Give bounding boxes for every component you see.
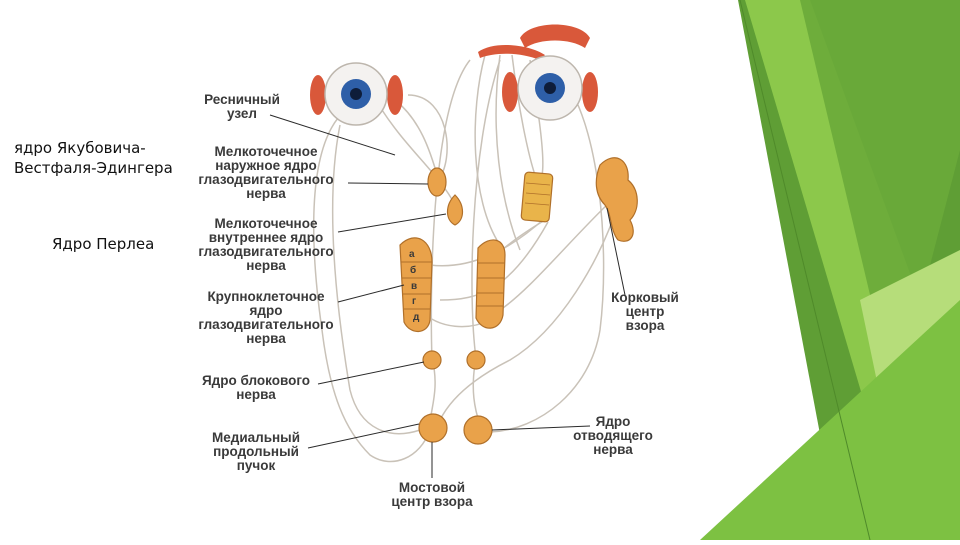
label-line: Ядро блокового [202, 373, 310, 388]
label-line: отводящего [573, 428, 653, 443]
label-line: Ядро [596, 414, 631, 429]
right-eye [478, 24, 598, 121]
label-line: глазодвигательного [198, 317, 333, 332]
green-line [739, 0, 871, 541]
label-line: Медиальный [212, 430, 300, 445]
small-cell-inner-nucleus [446, 194, 464, 226]
leader-lines [269, 114, 626, 478]
large-cell-nucleus-left [399, 237, 433, 333]
label-line: Корковый [611, 290, 679, 305]
cortical-gaze-center-shape [595, 157, 638, 242]
label-line: нерва [236, 387, 276, 402]
label-line: ядро [250, 303, 283, 318]
left-pupil [350, 88, 362, 100]
label-line: Крупноклеточное [207, 289, 325, 304]
label-line: внутреннее ядро [209, 230, 324, 245]
side-note-perlia: Ядро Перлеа [52, 235, 155, 253]
pontine-nucleus-right [463, 415, 493, 445]
label-line: продольный [213, 444, 299, 459]
subnucleus-g: г [412, 296, 416, 307]
subnucleus-v: в [411, 281, 417, 292]
green-decoration [700, 0, 960, 541]
right-eye-superior-muscle [520, 24, 590, 48]
large-cell-nucleus-right [475, 239, 506, 329]
label-line: центр [626, 304, 665, 319]
label-line: Мелкоточечное [215, 216, 318, 231]
subnucleus-a: а [409, 249, 415, 260]
ciliary-ganglion-shape [520, 171, 554, 223]
left-eye-muscle-right [387, 75, 403, 115]
right-eye-muscle-right [582, 72, 598, 112]
label-line: нерва [593, 442, 633, 457]
right-eye-muscle-left [502, 72, 518, 112]
left-eye-muscle-left [310, 75, 326, 115]
label-line: глазодвигательного [198, 244, 333, 259]
subnucleus-b: б [410, 264, 416, 276]
label-line: Мелкоточечное [215, 144, 318, 159]
label-line: глазодвигательного [198, 172, 333, 187]
label-line: Мостовой [399, 480, 465, 495]
label-line: Ресничный [204, 92, 280, 107]
label-line: взора [626, 318, 665, 333]
subnucleus-d: д [413, 312, 420, 323]
small-cell-outer-nucleus [427, 167, 447, 197]
trochlear-nucleus-right [466, 350, 486, 370]
pontine-nucleus-left [418, 413, 448, 443]
label-line: наружное ядро [215, 158, 317, 173]
subnucleus-letters: а б в г д [409, 249, 420, 323]
label-line: центр взора [391, 494, 473, 509]
left-eye [310, 62, 403, 126]
label-line: нерва [246, 186, 286, 201]
green-shape-front [700, 300, 960, 540]
trochlear-nucleus-left [422, 350, 442, 370]
label-line: пучок [237, 458, 276, 473]
label-line: узел [227, 106, 257, 121]
label-line: нерва [246, 331, 286, 346]
right-pupil [544, 82, 556, 94]
right-eye-oblique-muscle [478, 44, 545, 60]
label-line: нерва [246, 258, 286, 273]
side-note-yakubovich: ядро Якубовича-Вестфаля-Эдингера [14, 139, 173, 177]
